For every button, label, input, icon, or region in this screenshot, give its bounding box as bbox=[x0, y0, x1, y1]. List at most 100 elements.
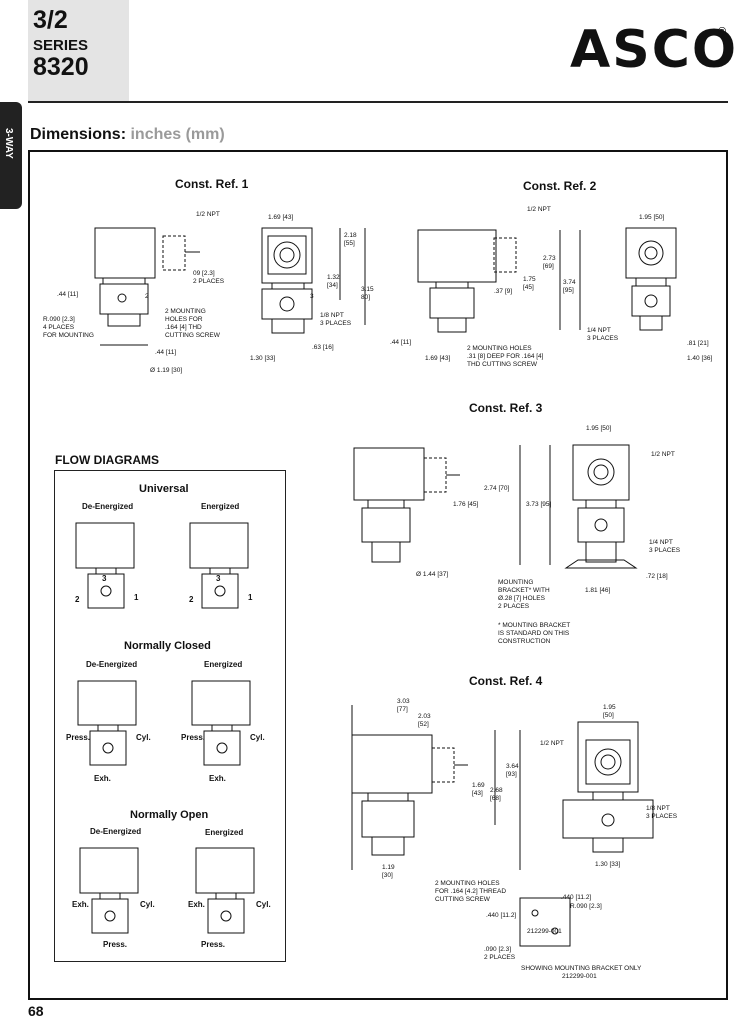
c2-d81: .81 [21] bbox=[687, 340, 709, 347]
no-energized: Energized bbox=[205, 828, 244, 837]
series-label: SERIES bbox=[33, 37, 89, 54]
c3-npt14: 1/4 NPT bbox=[649, 539, 673, 546]
c4-d268: 2.68 bbox=[490, 787, 503, 794]
c1-d63: .63 [16] bbox=[312, 344, 334, 351]
c1-npt18: 1/8 NPT bbox=[320, 312, 344, 319]
c3-npt: 1/2 NPT bbox=[651, 451, 675, 458]
c2-mh3: THD CUTTING SCREW bbox=[467, 361, 538, 368]
page-number: 68 bbox=[28, 1003, 44, 1019]
const-ref-1-title: Const. Ref. 1 bbox=[175, 177, 249, 191]
const-ref-2-title: Const. Ref. 2 bbox=[523, 179, 597, 193]
c4-mh3: CUTTING SCREW bbox=[435, 896, 490, 903]
universal-de-energized: De-Energized bbox=[82, 502, 134, 511]
nc-de-press: Press. bbox=[66, 733, 91, 742]
c2-npt14-places: 3 PLACES bbox=[587, 335, 619, 342]
u-en-p3: 3 bbox=[216, 574, 221, 583]
nc-en-press: Press. bbox=[181, 733, 206, 742]
c1-d44: .44 [11] bbox=[57, 291, 79, 298]
drawing-frame bbox=[28, 150, 728, 1000]
c3-n2: IS STANDARD ON THIS bbox=[498, 630, 570, 637]
c4-mh1: 2 MOUNTING HOLES bbox=[435, 880, 500, 887]
c1-d09-places: 2 PLACES bbox=[193, 278, 225, 285]
c4-d203: 2.03 bbox=[418, 713, 431, 720]
valve-type: 3/2 bbox=[33, 6, 68, 34]
no-de-exh: Exh. bbox=[72, 900, 89, 909]
c1-mh3: .164 [4] THD bbox=[165, 324, 202, 331]
c1-d218m: [55] bbox=[344, 240, 355, 247]
u-de-p3: 3 bbox=[102, 574, 107, 583]
c1-r090-mount: FOR MOUNTING bbox=[43, 332, 94, 339]
c1-d315: 3.15 bbox=[361, 286, 374, 293]
c1-d09: 09 [2.3] bbox=[193, 270, 215, 277]
u-de-p1: 1 bbox=[134, 593, 139, 602]
c4-npt18: 1/8 NPT bbox=[646, 805, 670, 812]
nc-en-exh: Exh. bbox=[209, 774, 226, 783]
c3-width: 1.95 [50] bbox=[586, 425, 612, 432]
series-header-box bbox=[28, 0, 129, 101]
no-en-cyl: Cyl. bbox=[256, 900, 271, 909]
bracket-detail bbox=[519, 897, 571, 947]
c1-npt18-places: 3 PLACES bbox=[320, 320, 352, 327]
c2-d374m: [95] bbox=[563, 287, 574, 294]
c4-d303m: [77] bbox=[397, 706, 408, 713]
c4-d440b: .440 [11.2] bbox=[486, 912, 517, 919]
c1-mh1: 2 MOUNTING bbox=[165, 308, 206, 315]
c3-mb1: MOUNTING bbox=[498, 579, 534, 586]
flow-universal: Universal bbox=[139, 483, 189, 495]
c4-d119m: [30] bbox=[382, 872, 393, 879]
c1-front-view bbox=[261, 227, 366, 334]
c4-d169m: [43] bbox=[472, 790, 483, 797]
c1-port-3: 3 bbox=[310, 293, 314, 300]
c2-mh2: .31 [8] DEEP FOR .164 [4] bbox=[467, 353, 544, 360]
c2-npt14: 1/4 NPT bbox=[587, 327, 611, 334]
c4-d169: 1.69 bbox=[472, 782, 485, 789]
c2-d273: 2.73 bbox=[543, 255, 556, 262]
c1-side-view bbox=[94, 227, 200, 346]
c2-side-view bbox=[417, 229, 581, 333]
c2-npt: 1/2 NPT bbox=[527, 206, 551, 213]
c4-d440a: .440 [11.2] bbox=[561, 894, 592, 901]
c2-front-view bbox=[625, 227, 677, 331]
c4-d119: 1.19 bbox=[382, 864, 395, 871]
flow-diagrams-title: FLOW DIAGRAMS bbox=[55, 453, 159, 467]
c1-port-2: 2 bbox=[145, 293, 149, 300]
c2-d175m: [45] bbox=[523, 284, 534, 291]
c3-dia144: Ø 1.44 [37] bbox=[416, 571, 449, 578]
c1-d132: 1.32 bbox=[327, 274, 340, 281]
registered-mark: ® bbox=[718, 26, 727, 38]
c1-width: 1.69 [43] bbox=[268, 214, 294, 221]
c3-d72: .72 [18] bbox=[646, 573, 668, 580]
c4-side-view bbox=[351, 705, 521, 870]
c2-mh1: 2 MOUNTING HOLES bbox=[467, 345, 532, 352]
u-en-p1: 1 bbox=[248, 593, 253, 602]
c3-mb2: BRACKET* WITH bbox=[498, 587, 550, 594]
c4-w195: 1.95 bbox=[603, 704, 616, 711]
c3-d176: 1.76 [45] bbox=[453, 501, 479, 508]
c4-d130: 1.30 [33] bbox=[595, 861, 621, 868]
c3-mb4: 2 PLACES bbox=[498, 603, 530, 610]
c1-d218: 2.18 bbox=[344, 232, 357, 239]
c4-r090: R.090 [2.3] bbox=[570, 903, 602, 910]
asco-logo: ASCO bbox=[570, 20, 739, 80]
c2-d374: 3.74 bbox=[563, 279, 576, 286]
c4-d268m: [68] bbox=[490, 795, 501, 802]
c4-d364m: [93] bbox=[506, 771, 517, 778]
c4-d090: .090 [2.3] bbox=[484, 946, 512, 953]
c1-npt: 1/2 NPT bbox=[196, 211, 220, 218]
const-ref-4-title: Const. Ref. 4 bbox=[469, 674, 543, 688]
c1-d44b: .44 [11] bbox=[155, 349, 177, 356]
flow-normally-open: Normally Open bbox=[130, 809, 209, 821]
universal-energized: Energized bbox=[201, 502, 240, 511]
no-de-cyl: Cyl. bbox=[140, 900, 155, 909]
c1-r090: R.090 [2.3] bbox=[43, 316, 75, 323]
c2-d140: 1.40 [36] bbox=[687, 355, 713, 362]
c1-r090-places: 4 PLACES bbox=[43, 324, 75, 331]
c1-d315m: 80] bbox=[361, 294, 371, 301]
c3-d181: 1.81 [46] bbox=[585, 587, 611, 594]
c3-npt14-places: 3 PLACES bbox=[649, 547, 681, 554]
c4-w195m: [50] bbox=[603, 712, 614, 719]
dimensions-title: Dimensions: bbox=[30, 126, 127, 143]
flow-diagrams-box bbox=[54, 470, 286, 962]
c2-d169: 1.69 [43] bbox=[425, 355, 451, 362]
